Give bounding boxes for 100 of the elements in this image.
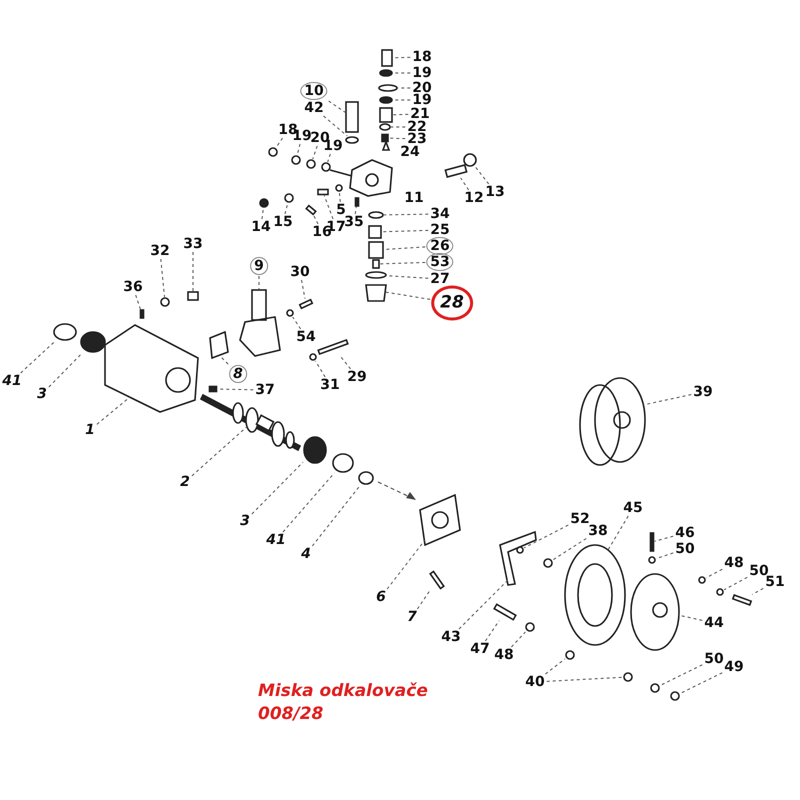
leader-line: [384, 292, 431, 300]
callout-number: 3: [239, 514, 251, 528]
leader-line: [220, 356, 229, 365]
leader-line: [724, 576, 748, 590]
callout-number: 7: [406, 610, 418, 624]
leader-line: [354, 206, 357, 214]
leader-line: [382, 230, 429, 232]
callout-number: 52: [569, 512, 591, 526]
pin-drawing: [444, 164, 468, 178]
leader-line: [552, 538, 587, 560]
callout-number: 23: [406, 132, 428, 146]
leader-line: [392, 72, 411, 74]
callout-number: 41: [1, 374, 23, 388]
leader-line: [678, 614, 703, 621]
callout-number: 15: [272, 215, 294, 229]
callout-number: 19: [411, 66, 433, 80]
nut-drawing: [543, 558, 553, 568]
leader-line: [160, 258, 165, 298]
leader-line: [96, 396, 130, 425]
callout-number: 4: [300, 547, 312, 561]
leader-line: [388, 138, 406, 140]
washer-drawing: [291, 155, 301, 165]
leader-line: [546, 676, 624, 682]
leader-line: [384, 246, 426, 250]
flange-drawing: [630, 573, 680, 651]
washer-drawing: [525, 622, 535, 632]
callout-number: 32: [149, 244, 171, 258]
banjo-fitting-drawing: [306, 159, 316, 169]
leader-line: [752, 588, 764, 595]
callout-number: 11: [404, 191, 424, 205]
washer-drawing: [53, 323, 77, 341]
leader-line: [327, 154, 331, 162]
cup-drawing: [365, 284, 387, 302]
leader-line: [484, 620, 500, 642]
ball-drawing: [259, 198, 269, 208]
bolt-drawing: [732, 594, 752, 606]
callout-number: 21: [409, 107, 431, 121]
callout-number: 48: [723, 556, 745, 570]
leader-line: [386, 275, 429, 279]
bearing-drawing: [80, 331, 106, 353]
lever-drawing: [499, 530, 537, 586]
leader-line: [20, 340, 56, 374]
leader-line: [314, 360, 326, 378]
callout-number: 48: [493, 648, 515, 662]
callout-number: 42: [303, 101, 325, 115]
leader-line: [460, 177, 470, 190]
callout-number: 12: [463, 191, 485, 205]
leader-line: [312, 484, 361, 546]
seal-drawing: [358, 471, 374, 485]
callout-number: 31: [319, 378, 341, 392]
leader-line: [642, 394, 692, 406]
key-drawing: [208, 386, 218, 392]
callout-number: 50: [703, 652, 725, 666]
seal-drawing: [381, 134, 389, 142]
callout-number: 41: [265, 533, 287, 547]
washer-drawing: [516, 546, 524, 554]
callout-number: 39: [692, 385, 714, 399]
washer-drawing: [365, 271, 387, 279]
crankcase-drawing: [104, 324, 199, 413]
leader-line: [292, 316, 302, 330]
pin-drawing: [140, 309, 144, 319]
callout-number: 46: [674, 526, 696, 540]
leader-line: [251, 462, 304, 515]
callout-number: 25: [429, 223, 451, 237]
washer-drawing: [309, 353, 317, 361]
callout-number: 9: [250, 257, 268, 275]
callout-number: 43: [440, 630, 462, 644]
leader-line: [660, 664, 703, 686]
leader-line: [380, 262, 426, 264]
leader-line: [312, 146, 318, 160]
ring-plate-drawing: [564, 544, 626, 646]
nut-drawing: [463, 153, 477, 167]
crankshaft-drawing: [200, 394, 302, 452]
leader-line: [654, 536, 674, 542]
leader-line: [258, 276, 260, 290]
callout-number: 8: [229, 365, 247, 383]
flange-plate-drawing: [419, 494, 461, 546]
leader-line: [48, 352, 83, 388]
washer-drawing: [716, 588, 724, 596]
washer-drawing: [650, 683, 660, 693]
callout-number: 51: [764, 575, 786, 589]
bolt-drawing: [381, 49, 393, 67]
washer-drawing: [565, 650, 575, 660]
callout-number: 34: [429, 207, 451, 221]
washer-drawing: [648, 556, 656, 564]
leader-line: [313, 214, 318, 224]
leader-line: [608, 516, 629, 550]
callout-number: 26: [426, 237, 454, 255]
callout-number: 40: [524, 675, 546, 689]
callout-number: 33: [182, 237, 204, 251]
leader-line: [680, 672, 723, 694]
leader-line: [384, 214, 429, 216]
callout-number: 1: [84, 423, 96, 437]
spring-drawing: [317, 188, 329, 196]
sleeve-drawing: [368, 241, 384, 259]
washer-drawing: [160, 297, 170, 307]
shaft-drawing: [251, 289, 267, 321]
callout-number: 24: [400, 145, 420, 159]
ring-drawing: [335, 184, 343, 192]
bearing-drawing: [303, 436, 327, 464]
